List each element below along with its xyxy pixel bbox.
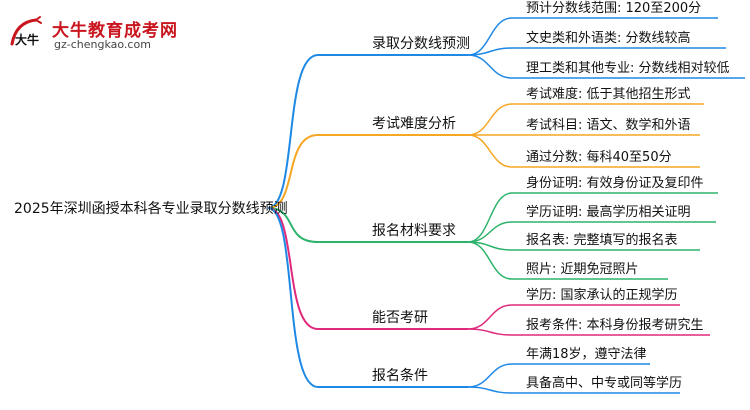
- leaf-connector: [467, 328, 710, 336]
- leaf-connector: [467, 54, 745, 79]
- mindmap-root-label: 2025年深圳函授本科各专业录取分数线预测: [14, 201, 288, 217]
- leaf-connector: [467, 363, 650, 388]
- branch-label: 录取分数线预测: [372, 36, 470, 52]
- leaf-connector: [467, 17, 718, 56]
- logo-emblem-icon: 大牛: [10, 16, 42, 47]
- leaf-connector: [467, 241, 668, 280]
- leaf-label: 报考条件: 本科身份报考研究生: [526, 317, 704, 333]
- branch-label: 报名条件: [372, 367, 428, 384]
- leaf-label: 身份证明: 有效身份证及复印件: [526, 175, 704, 191]
- logo-mark: 大牛: [6, 14, 48, 54]
- leaf-connector: [467, 304, 680, 330]
- leaf-label: 预计分数线范围: 120至200分: [526, 1, 701, 16]
- mindmap-connectors: [267, 17, 745, 394]
- leaf-connector: [467, 134, 700, 168]
- branch-label: 报名材料要求: [372, 223, 456, 239]
- leaf-label: 具备高中、中专或同等学历: [526, 375, 682, 391]
- logo-url: gz-chengkao.com: [54, 38, 151, 51]
- leaf-label: 照片: 近期免冠照片: [526, 262, 639, 277]
- leaf-connector: [467, 241, 700, 251]
- leaf-label: 报名表: 完整填写的报名表: [526, 232, 678, 248]
- leaf-label: 学历证明: 最高学历相关证明: [526, 204, 691, 220]
- leaf-label: 学历: 国家承认的正规学历: [526, 287, 678, 303]
- leaf-connector: [467, 103, 704, 136]
- logo-name: 大牛教育成考网: [52, 21, 178, 41]
- logo-mark-text: 大牛: [15, 32, 39, 47]
- branch-connector: [267, 54, 468, 209]
- leaf-label: 考试难度: 低于其他招生形式: [526, 86, 691, 102]
- leaf-label: 年满18岁，遵守法律: [526, 346, 647, 362]
- leaf-connector: [467, 221, 716, 243]
- branch-label: 考试难度分析: [372, 116, 456, 132]
- leaf-connector: [467, 192, 718, 243]
- leaf-connector: [467, 47, 726, 56]
- leaf-label: 通过分数: 每科40至50分: [526, 149, 672, 165]
- branch-label: 能否考研: [372, 310, 428, 326]
- leaf-label: 考试科目: 语文、数学和外语: [526, 117, 691, 133]
- leaf-label: 文史类和外语类: 分数线较高: [526, 30, 691, 46]
- leaf-connector: [467, 386, 680, 394]
- site-logo: 大牛 大牛教育成考网 gz-chengkao.com: [6, 14, 206, 54]
- branch-connector: [267, 207, 468, 330]
- leaf-label: 理工类和其他专业: 分数线相对较低: [526, 61, 730, 76]
- branch-connector: [267, 207, 468, 243]
- branch-connector: [267, 134, 468, 209]
- branch-connector: [267, 207, 468, 388]
